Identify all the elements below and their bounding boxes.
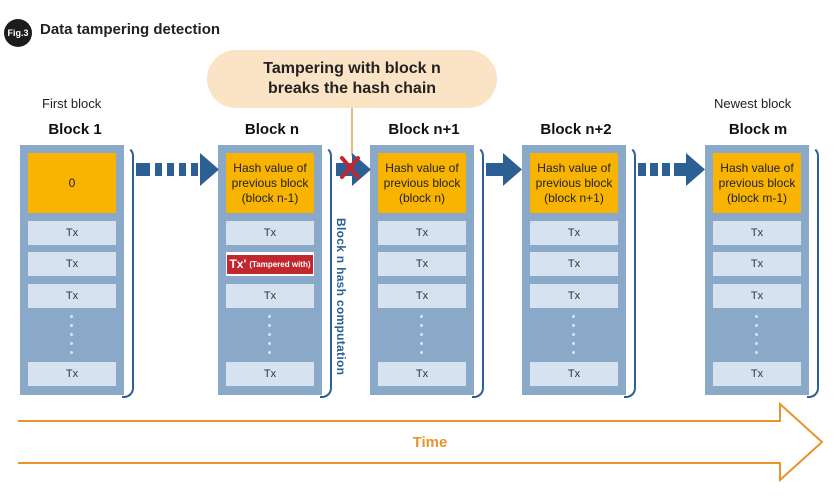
chain-arrow-2-head	[352, 153, 371, 186]
block-m-bracket	[807, 146, 819, 398]
block-n2-tx-3: Tx	[530, 284, 618, 308]
block-m-tx-3: Tx	[713, 284, 801, 308]
block-m-tx-2: Tx	[713, 252, 801, 276]
block-n2-tx-1: Tx	[530, 221, 618, 245]
chain-arrow-1-segment-4	[179, 163, 186, 176]
block-n1-title: Block n+1	[388, 121, 460, 138]
block-n-tampered-tx: Tx' (Tampered with)	[226, 252, 314, 276]
block-m-ellipsis	[755, 315, 759, 360]
block-n1-tx-3: Tx	[378, 284, 466, 308]
block-1-title: Block 1	[48, 121, 102, 138]
block-1-tx-3: Tx	[28, 284, 116, 308]
chain-break-x-icon	[340, 156, 360, 179]
block-n1-ellipsis	[420, 315, 424, 360]
block-m-hash: Hash value of previous block (block m-1)	[713, 153, 801, 213]
time-arrow	[18, 401, 824, 483]
figure-badge: Fig.3	[4, 19, 32, 47]
block-n2: Hash value of previous block (block n+1)…	[522, 145, 626, 395]
chain-arrow-1-segment-5	[191, 163, 198, 176]
block-m-tx-last: Tx	[713, 362, 801, 386]
block-1-tx-2: Tx	[28, 252, 116, 276]
callout-bubble: Tampering with block n breaks the hash c…	[207, 50, 497, 108]
block-n-tx-last: Tx	[226, 362, 314, 386]
block-m: Hash value of previous block (block m-1)…	[705, 145, 809, 395]
chain-arrow-1-segment-2	[155, 163, 162, 176]
callout-line-2: breaks the hash chain	[267, 80, 437, 97]
block-m-title: Block m	[728, 121, 788, 138]
chain-arrow-4-segment-3	[662, 163, 670, 176]
block-1: 0 Tx Tx Tx Tx	[20, 145, 124, 395]
block-n2-hash: Hash value of previous block (block n+1)	[530, 153, 618, 213]
block-1-bracket	[122, 146, 134, 398]
block-1-tx-1: Tx	[28, 221, 116, 245]
chain-arrow-4-head	[686, 153, 705, 186]
block-n1-tx-1: Tx	[378, 221, 466, 245]
chain-arrow-4-segment-2	[650, 163, 658, 176]
time-label: Time	[412, 434, 448, 451]
block-n2-bracket	[624, 146, 636, 398]
chain-arrow-3-body	[486, 163, 504, 176]
chain-arrow-1-head	[200, 153, 219, 186]
block-n-ellipsis	[268, 315, 272, 360]
chain-arrow-1-segment-1	[136, 163, 150, 176]
block-1-ellipsis	[70, 315, 74, 360]
block-n-bracket	[320, 146, 332, 398]
block-1-hash: 0	[28, 153, 116, 213]
block-n2-tx-2: Tx	[530, 252, 618, 276]
block-n-title: Block n	[244, 121, 300, 138]
block-n: Hash value of previous block (block n-1)…	[218, 145, 322, 395]
block-n-tx-1: Tx	[226, 221, 314, 245]
first-block-label: First block	[42, 96, 102, 111]
block-n1-tx-last: Tx	[378, 362, 466, 386]
callout-line-1: Tampering with block n	[263, 60, 441, 77]
chain-arrow-1-segment-3	[167, 163, 174, 176]
chain-arrow-4-segment-1	[638, 163, 646, 176]
block-n1-tx-2: Tx	[378, 252, 466, 276]
block-n-hash: Hash value of previous block (block n-1)	[226, 153, 314, 213]
block-n-tx-3: Tx	[226, 284, 314, 308]
callout-pointer	[351, 108, 353, 156]
block-n1: Hash value of previous block (block n) T…	[370, 145, 474, 395]
block-n2-ellipsis	[572, 315, 576, 360]
block-m-tx-1: Tx	[713, 221, 801, 245]
block-1-tx-last: Tx	[28, 362, 116, 386]
tampered-tx-badge: Tx' (Tampered with)	[227, 254, 313, 274]
chain-arrow-3-head	[503, 153, 522, 186]
tampered-tx-note: (Tampered with)	[249, 259, 311, 269]
newest-block-label: Newest block	[714, 96, 792, 111]
block-n1-bracket	[472, 146, 484, 398]
chain-arrow-4-segment-4	[674, 163, 688, 176]
block-n1-hash: Hash value of previous block (block n)	[378, 153, 466, 213]
block-n2-tx-last: Tx	[530, 362, 618, 386]
tampered-tx-label: Tx'	[229, 257, 247, 271]
block-n2-title: Block n+2	[540, 121, 612, 138]
figure-title: Data tampering detection	[40, 21, 221, 38]
hash-computation-label: Block n hash computation	[334, 218, 348, 376]
